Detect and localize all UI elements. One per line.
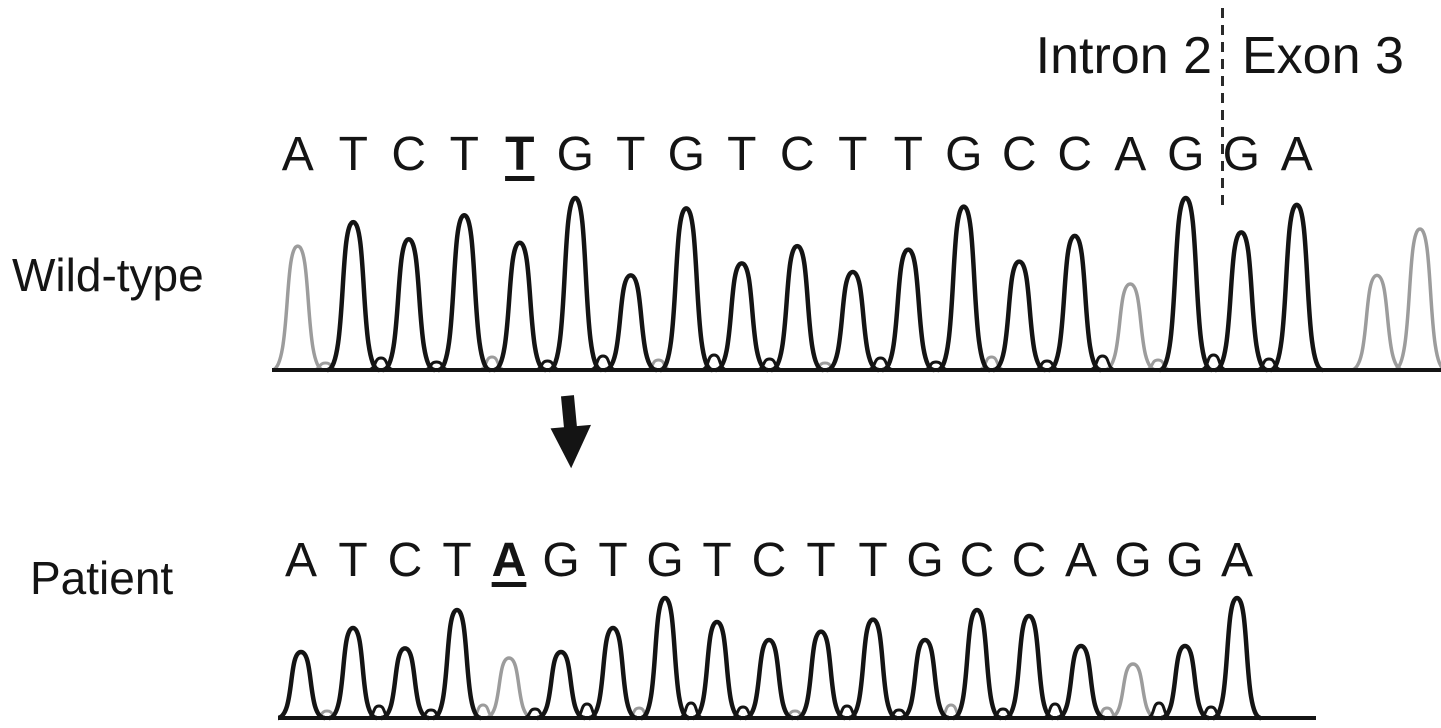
base-letter: T: [727, 128, 757, 181]
base-letter: C: [779, 128, 815, 181]
base-letter: A: [1220, 534, 1253, 587]
base-letter: G: [1167, 128, 1205, 181]
base-letter: T: [806, 534, 836, 587]
base-letter: T: [598, 534, 628, 587]
exon-3-label: Exon 3: [1242, 27, 1404, 85]
base-letter: T: [338, 534, 368, 587]
base-letter: G: [667, 128, 705, 181]
base-letter: A: [1064, 534, 1097, 587]
patient-row-label: Patient: [30, 552, 174, 604]
intron-exon-boundary-line: [1221, 8, 1224, 206]
base-letter: C: [1001, 128, 1037, 181]
wild-type-row-label: Wild-type: [12, 249, 204, 301]
base-letter: G: [556, 128, 594, 181]
mutation-base-letter: A: [491, 534, 527, 587]
intron-2-label: Intron 2: [1035, 27, 1212, 85]
base-letter: G: [542, 534, 580, 587]
base-letter: C: [1011, 534, 1047, 587]
base-letter: G: [646, 534, 684, 587]
base-letter: T: [702, 534, 732, 587]
base-letter: A: [1114, 128, 1147, 181]
wild-type-chromatogram-trace: [272, 195, 1441, 373]
base-letter: A: [281, 128, 314, 181]
base-letter: G: [906, 534, 944, 587]
base-letter: G: [945, 128, 983, 181]
base-letter: T: [893, 128, 923, 181]
base-letter: C: [751, 534, 787, 587]
mutation-down-arrow-icon: [537, 390, 600, 482]
base-letter: T: [449, 128, 479, 181]
base-letter: T: [338, 128, 368, 181]
base-letter: T: [616, 128, 646, 181]
base-letter: G: [1222, 128, 1260, 181]
mutation-base-letter: T: [505, 128, 535, 181]
base-letter: A: [284, 534, 317, 587]
base-letter: T: [838, 128, 868, 181]
base-letter: T: [442, 534, 472, 587]
patient-chromatogram-trace: [278, 595, 1316, 721]
base-letter: C: [391, 128, 427, 181]
base-letter: C: [387, 534, 423, 587]
base-letter: G: [1114, 534, 1152, 587]
base-letter: A: [1280, 128, 1313, 181]
base-letter: T: [858, 534, 888, 587]
base-letter: C: [1057, 128, 1093, 181]
base-letter: C: [959, 534, 995, 587]
base-letter: G: [1166, 534, 1204, 587]
